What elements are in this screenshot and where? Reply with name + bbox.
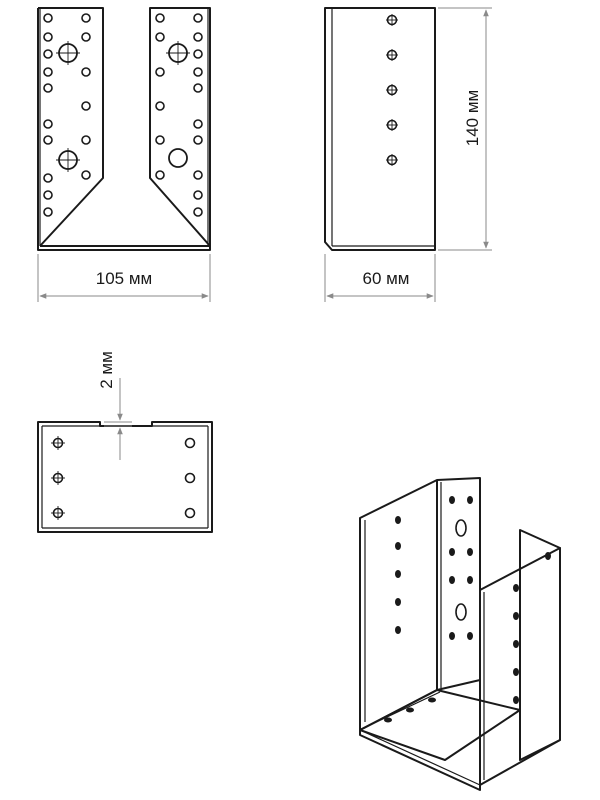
- front-view-right-flange-holes: [155, 13, 203, 217]
- top-view: 2 мм: [37, 351, 213, 533]
- isometric-front-wall-holes: [513, 584, 519, 704]
- width-dimension-label: 105 мм: [96, 269, 152, 288]
- depth-dimension-label: 60 мм: [362, 269, 409, 288]
- front-view: 105 мм: [37, 7, 211, 302]
- isometric-bottom-plate-holes: [384, 697, 436, 723]
- isometric-right-flange-holes: [545, 552, 551, 560]
- height-dimension-label: 140 мм: [463, 90, 482, 146]
- isometric-view: [359, 477, 561, 791]
- thickness-dimension-label: 2 мм: [97, 351, 116, 389]
- isometric-back-plate-holes: [395, 516, 401, 634]
- isometric-left-wall-holes: [449, 496, 473, 640]
- side-view-holes: [386, 14, 398, 166]
- top-view-holes: [51, 436, 196, 520]
- side-view: 140 мм 60 мм: [324, 7, 492, 302]
- front-view-left-flange-holes: [43, 13, 91, 217]
